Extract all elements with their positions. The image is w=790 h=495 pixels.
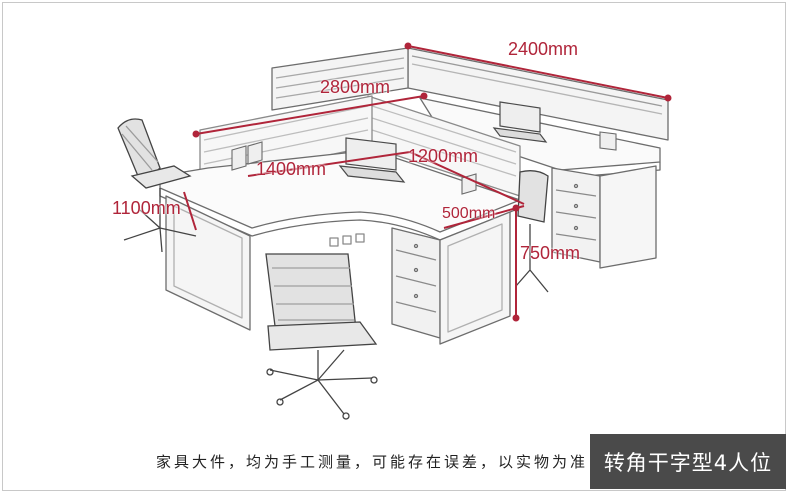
dimension-height: 750mm	[520, 243, 581, 263]
office-chairs	[117, 118, 549, 420]
dimension-depth: 1100mm	[112, 198, 181, 218]
disclaimer-note: 家具大件，均为手工测量，可能存在误差，以实物为准	[156, 453, 589, 471]
dimension-desk-left: 1400mm	[256, 159, 327, 179]
laptops	[338, 101, 548, 183]
dimension-lines	[183, 42, 672, 322]
product-title-badge: 转角干字型4人位	[590, 434, 786, 489]
dimension-desk-right: 1200mm	[408, 146, 479, 166]
dimension-width-top: 2400mm	[508, 39, 579, 59]
desk-sketch	[159, 47, 669, 345]
dimension-width-back: 2800mm	[320, 77, 391, 97]
decor-items	[231, 131, 617, 195]
dimension-drawer-depth: 500mm	[442, 205, 496, 222]
product-title: 转角干字型4人位	[603, 450, 773, 475]
